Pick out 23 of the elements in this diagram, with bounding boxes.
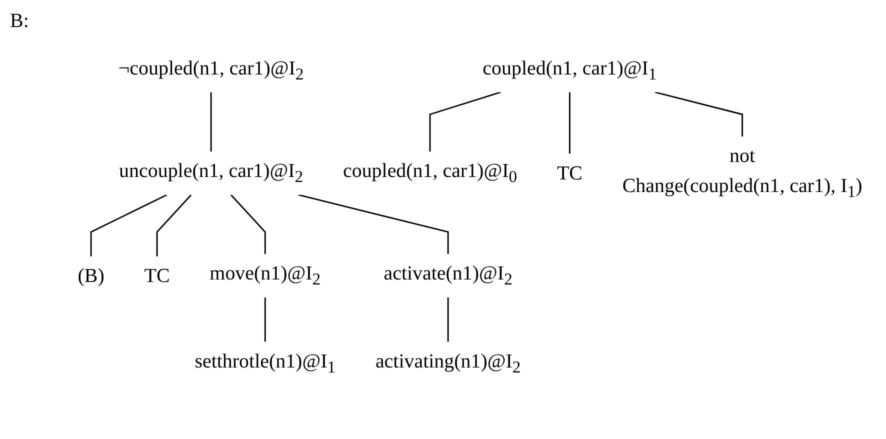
node-text: TC	[556, 162, 582, 184]
connector	[156, 194, 192, 257]
connector	[429, 92, 501, 152]
connector	[298, 194, 449, 255]
node-text: setthrotle(n1)@I$_{1}$	[194, 350, 336, 378]
node-text: activate(n1)@I$_{2}$	[384, 262, 512, 290]
connector	[568, 92, 570, 154]
node-text: activating(n1)@I$_{2}$	[375, 350, 521, 378]
node-text: move(n1)@I$_{2}$	[210, 262, 321, 290]
node-text: uncouple(n1, car1)@I$_{2}$	[119, 160, 304, 188]
connector	[264, 298, 266, 342]
node-text: (B)	[78, 264, 104, 287]
node-text: coupled(n1, car1)@I$_{1}$	[482, 57, 657, 84]
connector	[90, 194, 168, 257]
node-text: not Change(coupled(n1, car1), I$_{1}$)	[622, 144, 862, 202]
node-text: ¬coupled(n1, car1)@I$_{2}$	[118, 57, 304, 84]
connector	[447, 298, 449, 342]
node-text: TC	[144, 264, 170, 287]
section-label: B:	[10, 10, 29, 33]
node-text: coupled(n1, car1)@I$_{0}$	[342, 160, 518, 188]
connector	[654, 92, 744, 138]
connector	[230, 194, 266, 255]
connector	[210, 92, 212, 152]
